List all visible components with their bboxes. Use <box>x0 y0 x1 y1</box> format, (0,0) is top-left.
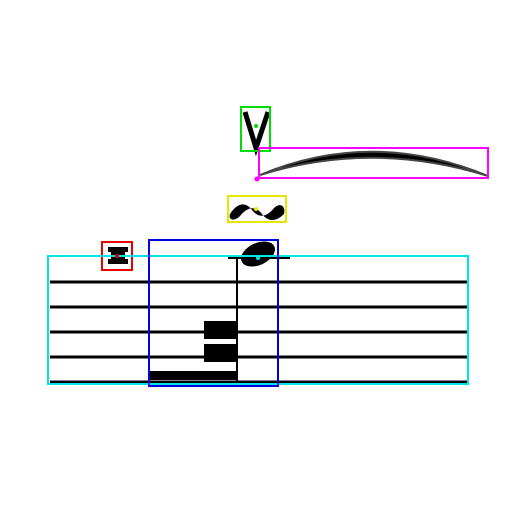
annotation-center-markers <box>115 124 260 260</box>
notehead-block-upper <box>204 321 236 339</box>
annotation-box-turn <box>227 195 287 223</box>
up-bow-icon <box>242 111 271 157</box>
notehead <box>241 241 275 267</box>
annotation-box-chord <box>148 239 279 387</box>
annotation-point-slur <box>254 176 260 182</box>
annotation-box-slur <box>258 147 489 179</box>
turn-ornament <box>229 204 285 220</box>
staff <box>50 280 468 384</box>
beam <box>150 371 238 380</box>
annotation-box-up-bow <box>240 106 271 152</box>
notehead-block-lower <box>204 344 236 362</box>
slur <box>259 150 489 177</box>
annotation-box-staff <box>47 255 469 385</box>
